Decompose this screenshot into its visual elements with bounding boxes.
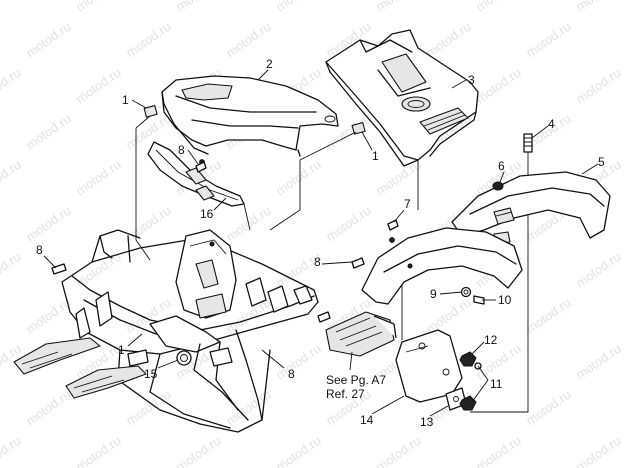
reference-note-line-2: Ref. 27 bbox=[326, 387, 365, 401]
watermark-text: motod.ru bbox=[273, 341, 324, 383]
callout-3: 3 bbox=[468, 73, 475, 87]
callout-11: 11 bbox=[490, 377, 503, 391]
part-2-hood bbox=[161, 75, 339, 157]
watermark-text: motod.ru bbox=[123, 203, 174, 245]
clip-part-1-left bbox=[143, 105, 158, 118]
watermark-text: motod.ru bbox=[423, 19, 474, 61]
callout-15: 15 bbox=[144, 367, 158, 381]
watermark-text: motod.ru bbox=[73, 65, 124, 107]
callout-8-frame-left: 8 bbox=[36, 243, 43, 257]
part-3-cover bbox=[325, 29, 479, 167]
callout-5: 5 bbox=[598, 155, 605, 169]
part-14-plate-bracket bbox=[395, 329, 463, 403]
watermark-text: motod.ru bbox=[73, 433, 124, 468]
watermark-text: motod.ru bbox=[223, 19, 274, 61]
watermark-text: motod.ru bbox=[0, 65, 24, 107]
watermark-text: motod.ru bbox=[373, 433, 424, 468]
watermark-text: motod.ru bbox=[573, 65, 624, 107]
watermark-text: motod.ru bbox=[123, 387, 174, 429]
watermark-text: motod.ru bbox=[73, 157, 124, 199]
callout-2: 2 bbox=[266, 57, 273, 71]
callout-4: 4 bbox=[548, 117, 555, 131]
part-4-bolt bbox=[523, 133, 533, 153]
callout-7: 7 bbox=[404, 197, 411, 211]
watermark-text: motod.ru bbox=[573, 433, 624, 468]
callout-12: 12 bbox=[484, 333, 498, 347]
ref-27-bracket bbox=[325, 311, 397, 357]
watermark-text: motod.ru bbox=[23, 111, 74, 153]
callout-14: 14 bbox=[360, 413, 374, 427]
callout-1-left: 1 bbox=[122, 93, 129, 107]
watermark-text: motod.ru bbox=[23, 19, 74, 61]
watermark-text: motod.ru bbox=[0, 249, 24, 291]
reference-note-line-1: See Pg. A7 bbox=[326, 373, 386, 387]
watermark-text: motod.ru bbox=[273, 0, 324, 14]
watermark-text: motod.ru bbox=[473, 0, 524, 14]
watermark-text: motod.ru bbox=[23, 203, 74, 245]
callout-8-fender: 8 bbox=[314, 255, 321, 269]
callout-9: 9 bbox=[430, 287, 437, 301]
part-11-12-nuts bbox=[459, 351, 482, 411]
watermark-text: motod.ru bbox=[23, 387, 74, 429]
callout-8-dash: 8 bbox=[178, 143, 185, 157]
watermark-text: motod.ru bbox=[73, 0, 124, 14]
callout-6: 6 bbox=[498, 159, 505, 173]
callout-8-frame-bottom: 8 bbox=[288, 367, 295, 381]
watermark-text: motod.ru bbox=[273, 157, 324, 199]
watermark-text: motod.ru bbox=[123, 19, 174, 61]
watermark-text: motod.ru bbox=[0, 0, 24, 14]
watermark-text: motod.ru bbox=[173, 0, 224, 14]
callout-13: 13 bbox=[420, 415, 434, 429]
front-fender bbox=[361, 227, 523, 305]
callout-1-frame: 1 bbox=[118, 343, 125, 357]
dash-trim-piece bbox=[147, 141, 245, 207]
frame-assembly bbox=[13, 229, 319, 433]
screws bbox=[51, 161, 399, 323]
watermark-text: motod.ru bbox=[523, 19, 574, 61]
callout-leaders bbox=[43, 69, 599, 417]
watermark-text: motod.ru bbox=[223, 387, 274, 429]
watermark-text: motod.ru bbox=[473, 433, 524, 468]
clip-part-1-right bbox=[351, 122, 366, 135]
watermark-text: motod.ru bbox=[473, 65, 524, 107]
watermark-text: motod.ru bbox=[273, 433, 324, 468]
watermark-text: motod.ru bbox=[573, 341, 624, 383]
watermark-text: motod.ru bbox=[573, 249, 624, 291]
watermark-text: motod.ru bbox=[0, 157, 24, 199]
assembly-guide-lines bbox=[135, 115, 529, 413]
callout-10: 10 bbox=[498, 293, 512, 307]
watermark-text: motod.ru bbox=[373, 157, 424, 199]
watermark-text: motod.ru bbox=[523, 387, 574, 429]
callout-16: 16 bbox=[200, 207, 214, 221]
watermark-text: motod.ru bbox=[373, 0, 424, 14]
callout-labels: 1 2 3 4 5 6 7 8 8 8 8 1 1 9 10 12 11 13 … bbox=[36, 57, 605, 429]
watermark-text: motod.ru bbox=[173, 433, 224, 468]
watermark-text: motod.ru bbox=[323, 203, 374, 245]
callout-1-right: 1 bbox=[372, 149, 379, 163]
watermark-text: motod.ru bbox=[523, 295, 574, 337]
watermark-text: motod.ru bbox=[23, 295, 74, 337]
watermark-text: motod.ru bbox=[0, 433, 24, 468]
watermark-text: motod.ru bbox=[573, 0, 624, 14]
